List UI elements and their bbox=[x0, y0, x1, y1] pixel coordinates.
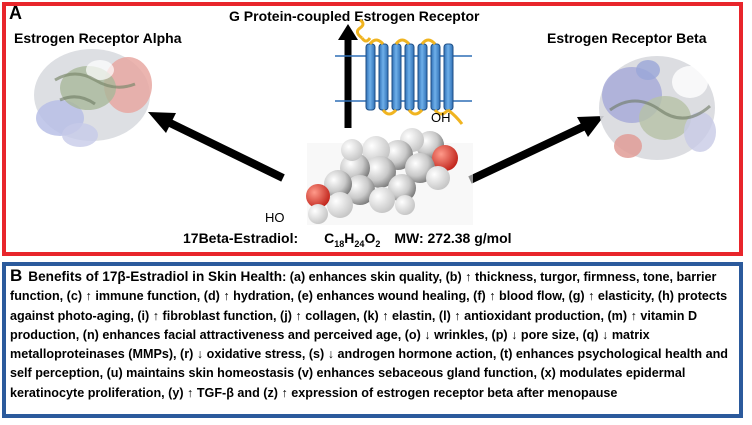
oh-label: OH bbox=[431, 110, 451, 125]
formula-c: C bbox=[324, 230, 335, 246]
panel-b bbox=[2, 262, 743, 418]
compound-info: 17Beta-Estradiol: C18H24O2 MW: 272.38 g/mo… bbox=[183, 230, 512, 249]
gper-title: G Protein-coupled Estrogen Receptor bbox=[229, 8, 480, 24]
formula-o: O bbox=[364, 230, 376, 246]
gper-receptor-icon bbox=[335, 18, 472, 125]
er-alpha-protein-image bbox=[34, 49, 152, 147]
er-beta-protein-image bbox=[599, 56, 716, 160]
panel-a bbox=[2, 2, 743, 256]
er-alpha-title: Estrogen Receptor Alpha bbox=[14, 30, 182, 46]
arrow-left bbox=[148, 112, 285, 182]
er-beta-title: Estrogen Receptor Beta bbox=[547, 30, 707, 46]
formula-h-sub: 24 bbox=[354, 238, 365, 249]
arrow-up bbox=[338, 24, 358, 128]
ho-label: HO bbox=[265, 210, 285, 225]
panel-a-label: A bbox=[9, 3, 22, 23]
arrow-right bbox=[468, 116, 604, 184]
compound-name: 17Beta-Estradiol: bbox=[183, 230, 299, 246]
panel-b-label: B bbox=[10, 266, 23, 285]
formula-o-sub: 2 bbox=[375, 238, 381, 249]
benefits-text: B Benefits of 17β-Estradiol in Skin Healt… bbox=[10, 266, 740, 403]
molecular-weight: MW: 272.38 g/mol bbox=[394, 230, 512, 246]
formula-c-sub: 18 bbox=[334, 238, 345, 249]
benefits-heading: Benefits of 17β-Estradiol in Skin Health bbox=[28, 269, 283, 284]
estradiol-molecule-model bbox=[306, 128, 473, 225]
formula-h: H bbox=[344, 230, 355, 246]
benefits-body: : (a) enhances skin quality, (b) ↑ thick… bbox=[10, 270, 728, 400]
